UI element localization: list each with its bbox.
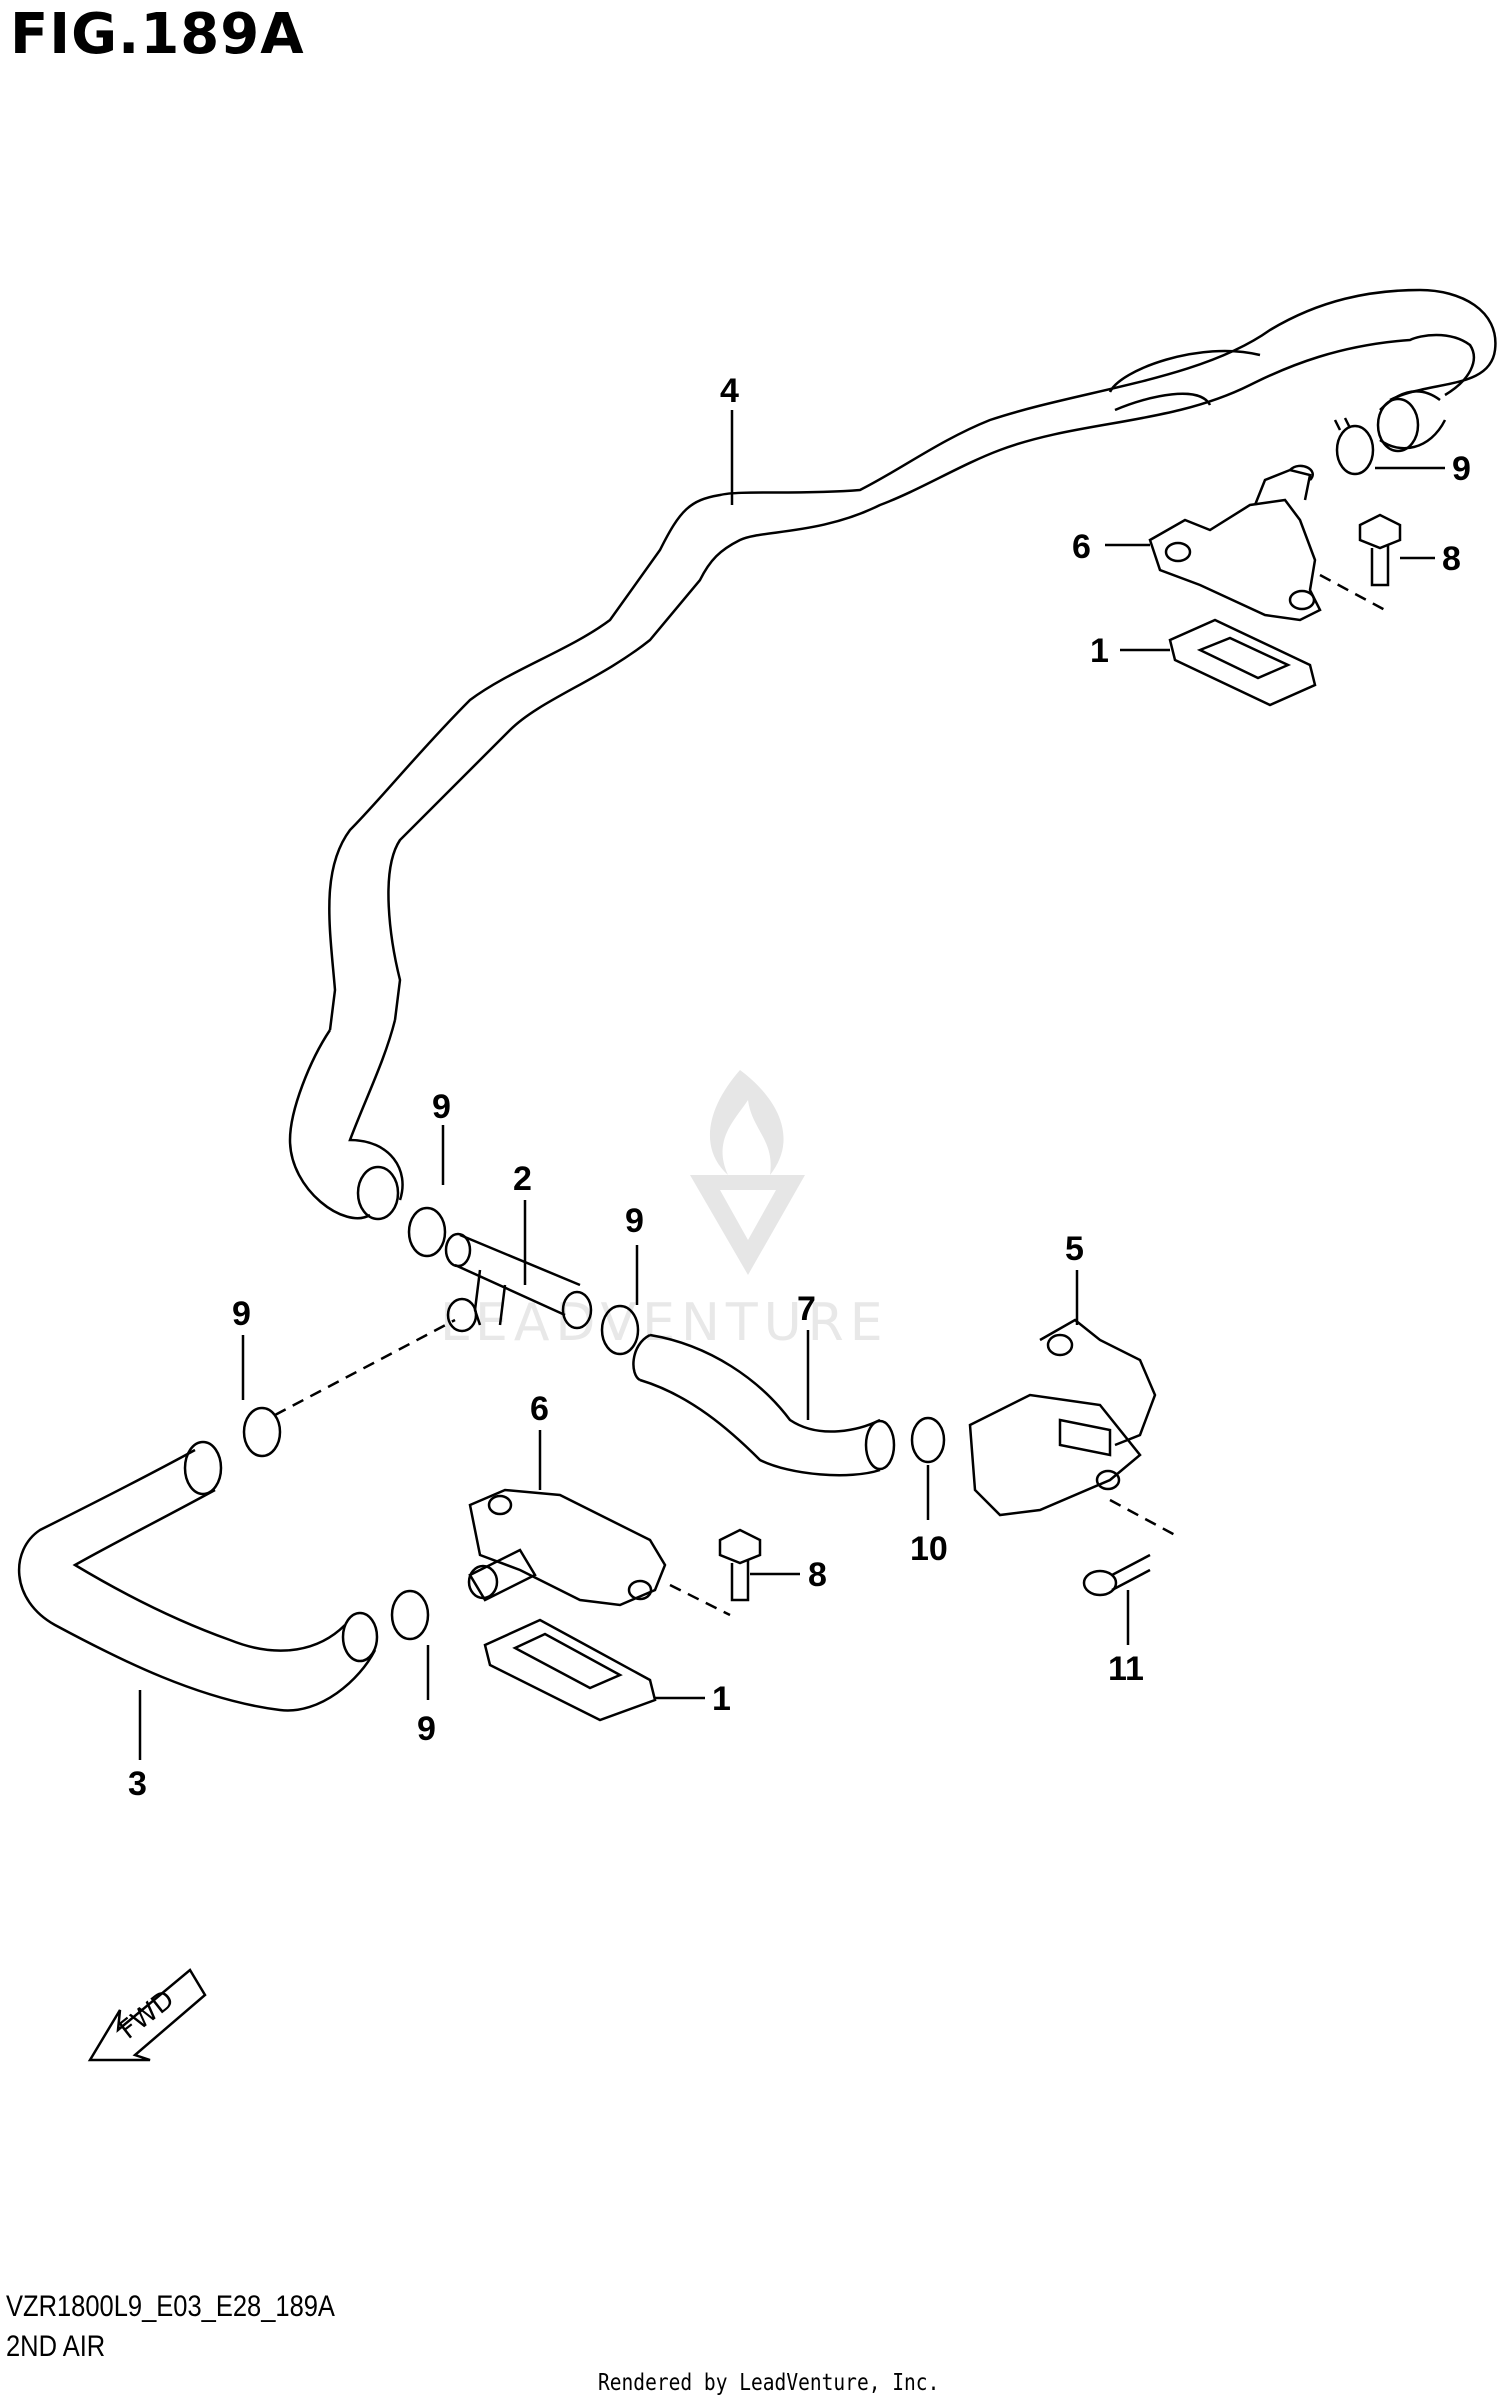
valve-5 (968, 1318, 1157, 1517)
callouts: 4 9 6 8 1 9 2 9 9 7 5 6 8 1 10 11 9 3 (128, 372, 1471, 1803)
leader-lines (138, 410, 1445, 1760)
callout-8-lower: 8 (808, 1556, 827, 1594)
callout-2: 2 (513, 1160, 532, 1198)
callout-5: 5 (1065, 1230, 1084, 1268)
reed-valve-cover-6-lower (467, 1488, 667, 1607)
callout-3: 3 (128, 1765, 147, 1803)
clamp-9-c (242, 1406, 282, 1458)
gasket-1-lower (483, 1618, 657, 1722)
clamp-9-d (390, 1589, 430, 1641)
model-code: VZR1800L9_E03_E28_189A (6, 2290, 335, 2323)
callout-1-upper: 1 (1090, 632, 1109, 670)
gasket-1-upper (1168, 618, 1317, 707)
callout-9-b: 9 (625, 1202, 644, 1240)
callout-4: 4 (720, 372, 739, 410)
fwd-label: FWD (114, 1985, 180, 2046)
callout-9-a: 9 (432, 1088, 451, 1126)
watermark-logo: LEADVENTURE (440, 1070, 889, 1353)
leader-dashed-valve (1109, 1498, 1176, 1537)
clamp-9-upper (1333, 417, 1375, 476)
bolt-8-lower (669, 1528, 762, 1617)
clamp-10 (910, 1416, 946, 1464)
callout-1-lower: 1 (712, 1680, 731, 1718)
callout-8-upper: 8 (1442, 540, 1461, 578)
callout-6-upper: 6 (1072, 528, 1091, 566)
bolt-8-upper (1319, 513, 1402, 612)
hose-3 (17, 1440, 379, 1712)
hose-7 (632, 1333, 896, 1477)
watermark-text: LEADVENTURE (440, 1293, 889, 1353)
callout-9-c: 9 (232, 1295, 251, 1333)
clamp-9-b (600, 1304, 640, 1356)
reed-valve-cover-6-upper (1148, 464, 1322, 622)
clamp-9-a (407, 1206, 447, 1258)
leader-dashed-t (274, 1318, 456, 1417)
hose-4 (288, 288, 1497, 1221)
callout-9-d: 9 (417, 1710, 436, 1748)
callout-9-upper: 9 (1452, 450, 1471, 488)
callout-7: 7 (797, 1290, 816, 1328)
fwd-arrow-icon: FWD (87, 1968, 207, 2062)
figure-title: FIG.189A (10, 2, 305, 67)
callout-6-lower: 6 (530, 1390, 549, 1428)
rendered-by-credit: Rendered by LeadVenture, Inc. (598, 2370, 940, 2396)
section-name: 2ND AIR (6, 2330, 106, 2363)
t-joint-2 (444, 1232, 593, 1333)
screw-11 (1082, 1553, 1151, 1597)
callout-11: 11 (1108, 1650, 1144, 1688)
callout-10: 10 (910, 1530, 948, 1568)
